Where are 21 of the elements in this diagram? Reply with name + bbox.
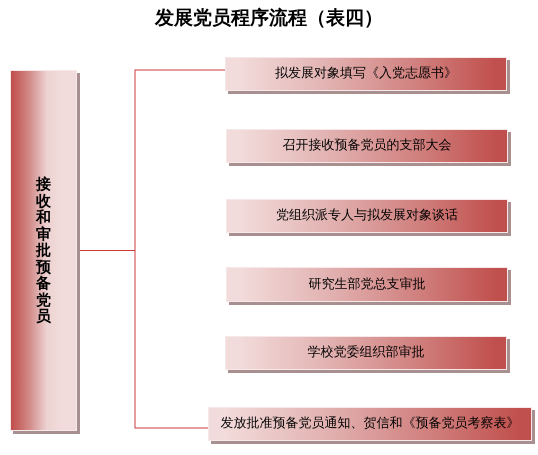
arrow [362,94,370,128]
process-box [208,407,532,441]
arrow [362,373,370,406]
process-box [226,199,508,233]
diagram-title: 发展党员程序流程（表四） [154,6,384,31]
arrow [362,236,372,266]
process-box [226,129,508,163]
step-label: 召开接收预备党员的支部大会 [282,138,452,154]
step-label: 学校党委组织部审批 [308,345,424,361]
arrow [362,305,372,335]
connector-line [80,250,208,428]
step-label: 党组织派专人与拟发展对象谈话 [276,208,458,224]
step-label: 发放批准预备党员通知、贺信和《预备党员考察表》 [220,416,520,432]
process-box [226,267,508,302]
category-label: 接收和审批预备党员 [36,176,51,325]
step-label: 拟发展对象填写《入党志愿书》 [275,66,457,82]
arrow [362,166,372,198]
process-box [225,336,507,370]
category-box [10,70,77,431]
process-box [225,57,507,91]
step-label: 研究生部党总支审批 [308,276,426,292]
